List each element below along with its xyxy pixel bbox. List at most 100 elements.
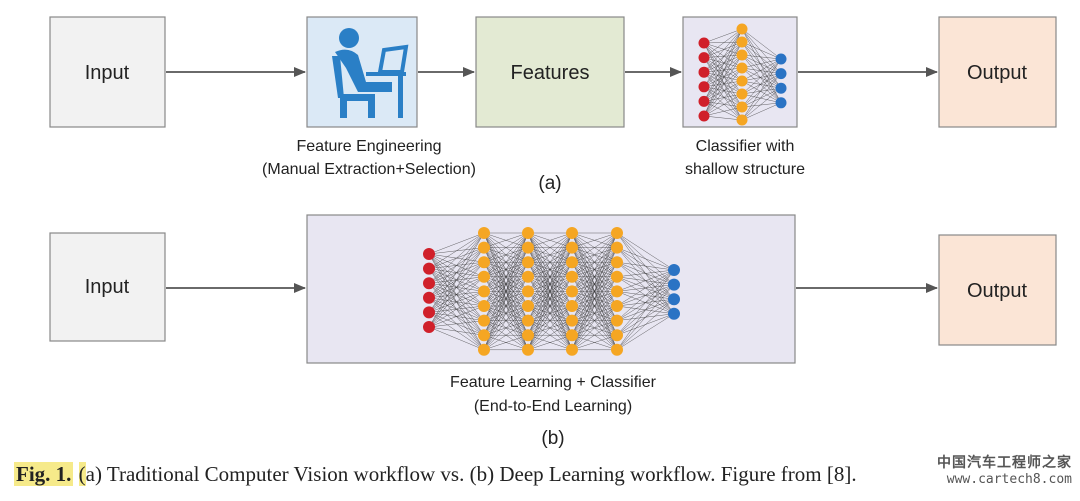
- hidden-node: [522, 300, 534, 312]
- network-edge: [483, 276, 529, 350]
- hidden-node: [736, 114, 748, 126]
- hidden-node: [566, 343, 578, 356]
- input-node: [423, 277, 435, 290]
- network-edge: [616, 284, 675, 350]
- network-edge: [741, 58, 782, 82]
- hidden-node: [522, 270, 534, 283]
- network-edge: [703, 42, 743, 108]
- network-edge: [741, 54, 782, 103]
- input-node: [698, 37, 710, 49]
- network-edge: [428, 291, 485, 328]
- network-edge: [741, 80, 782, 89]
- network-edge: [527, 276, 573, 350]
- network-edge: [571, 291, 618, 350]
- network-edge: [571, 320, 618, 351]
- network-edge: [527, 320, 573, 351]
- hidden-node: [611, 329, 623, 342]
- network-edge: [571, 232, 618, 277]
- hidden-node: [611, 256, 623, 269]
- network-edge: [703, 57, 743, 69]
- input-node: [698, 110, 710, 122]
- hidden-node: [566, 270, 578, 283]
- network-edge: [741, 28, 782, 60]
- network-edge: [527, 232, 573, 277]
- network-edge: [741, 41, 782, 74]
- network-edge: [741, 28, 782, 74]
- network-edge: [483, 232, 529, 307]
- network-edge: [703, 41, 743, 73]
- hidden-node: [522, 241, 534, 254]
- network-edge: [616, 269, 675, 321]
- network-edge: [428, 232, 485, 328]
- network-edge: [571, 232, 618, 336]
- network-edge: [703, 101, 743, 121]
- network-edge: [527, 291, 573, 350]
- hidden-node: [478, 256, 490, 269]
- network-edge: [428, 232, 485, 313]
- network-edge: [703, 71, 743, 82]
- input-box-a: [49, 16, 166, 128]
- hidden-node: [736, 75, 748, 87]
- network-edge: [527, 305, 573, 350]
- network-edge: [616, 299, 675, 350]
- network-edge: [527, 232, 573, 336]
- network-edge: [703, 80, 743, 88]
- network-edge: [741, 93, 782, 104]
- network-edge: [571, 232, 618, 292]
- hidden-node: [478, 285, 490, 298]
- network-edge: [483, 247, 529, 350]
- network-edge: [703, 101, 743, 108]
- network-edge: [741, 54, 782, 89]
- watermark-chinese: 中国汽车工程师之家: [937, 455, 1072, 471]
- hidden-node: [736, 23, 748, 35]
- output-node: [668, 307, 680, 320]
- network-edge: [571, 232, 618, 263]
- hidden-node: [611, 227, 623, 239]
- network-edge: [571, 276, 618, 350]
- network-edge: [703, 28, 743, 44]
- network-edge: [703, 86, 743, 108]
- figure-caption-open-paren: (: [78, 462, 86, 486]
- network-edge: [527, 232, 573, 350]
- network-edge: [483, 262, 529, 350]
- network-edge: [741, 28, 782, 89]
- network-edge: [527, 232, 573, 321]
- network-edge: [483, 232, 529, 350]
- input-node: [698, 81, 710, 93]
- network-edge: [428, 232, 485, 255]
- network-edge: [616, 269, 675, 350]
- features-box: [475, 16, 625, 128]
- input-node: [698, 52, 710, 64]
- network-edge: [703, 115, 743, 121]
- features-label: Features: [511, 62, 590, 84]
- network-edge: [428, 276, 485, 328]
- network-edge: [703, 42, 743, 56]
- network-edge: [741, 54, 782, 74]
- network-edge: [741, 58, 782, 108]
- output-label-b: Output: [967, 280, 1027, 302]
- input-node: [423, 262, 435, 275]
- network-edge: [703, 106, 743, 117]
- hidden-node: [611, 343, 623, 356]
- network-edge: [703, 54, 743, 73]
- hidden-node: [736, 49, 748, 61]
- network-edge: [483, 232, 529, 336]
- network-edge: [741, 67, 782, 74]
- hidden-node: [736, 101, 748, 113]
- network-edge: [527, 334, 573, 351]
- network-edge: [703, 28, 743, 73]
- network-edge: [741, 88, 782, 121]
- network-edge: [741, 73, 782, 95]
- network-edge: [483, 305, 529, 350]
- hidden-node: [611, 285, 623, 298]
- panel-b: Input Output Feature Learning + Classifi…: [49, 214, 1057, 449]
- hidden-node: [611, 300, 623, 312]
- network-edge: [571, 232, 618, 350]
- figure-caption: Fig. 1. (a) Traditional Computer Vision …: [14, 462, 857, 487]
- network-edge: [741, 87, 782, 95]
- watermark: 中国汽车工程师之家 www.cartech8.com: [937, 452, 1072, 487]
- network-edge: [703, 57, 743, 82]
- hidden-node: [522, 314, 534, 327]
- network-edge: [703, 72, 743, 108]
